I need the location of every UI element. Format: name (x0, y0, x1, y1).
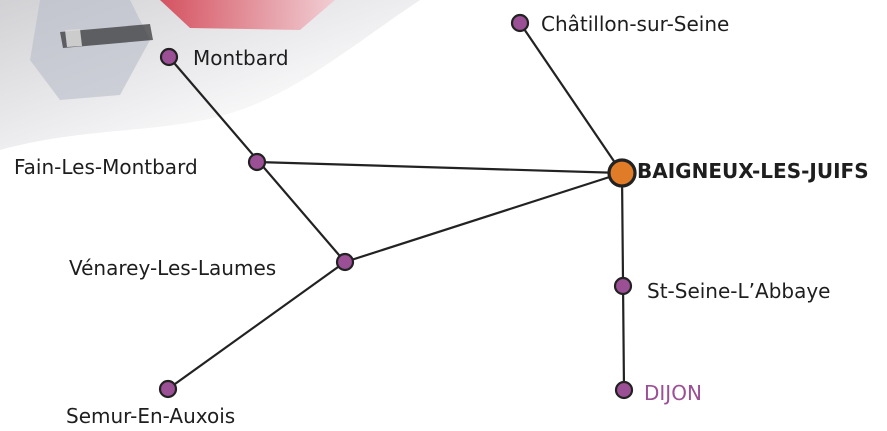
station-node-montbard (159, 47, 179, 67)
station-node-fain (247, 152, 267, 172)
line-fain-baigneux (255, 160, 624, 175)
line-chatillon-baigneux (518, 21, 624, 175)
line-venarey-semur (166, 260, 347, 391)
station-label-stseine: St-Seine-L’Abbaye (647, 279, 831, 303)
station-node-semur (158, 379, 178, 399)
station-node-stseine (613, 276, 633, 296)
station-label-chatillon: Châtillon-sur-Seine (541, 12, 730, 36)
station-label-dijon: DIJON (644, 381, 702, 405)
station-label-venarey: Vénarey-Les-Laumes (69, 256, 277, 280)
station-label-semur: Semur-En-Auxois (66, 404, 236, 428)
station-nodes (158, 13, 637, 400)
station-label-fain: Fain-Les-Montbard (14, 155, 198, 179)
station-node-chatillon (510, 13, 530, 33)
station-node-dijon (614, 380, 634, 400)
background-photo (0, 0, 420, 150)
station-label-baigneux: BAIGNEUX-LES-JUIFS (637, 159, 869, 183)
station-node-venarey (335, 252, 355, 272)
station-node-baigneux (607, 158, 637, 188)
line-venarey-baigneux (343, 171, 624, 264)
station-label-montbard: Montbard (193, 46, 289, 70)
